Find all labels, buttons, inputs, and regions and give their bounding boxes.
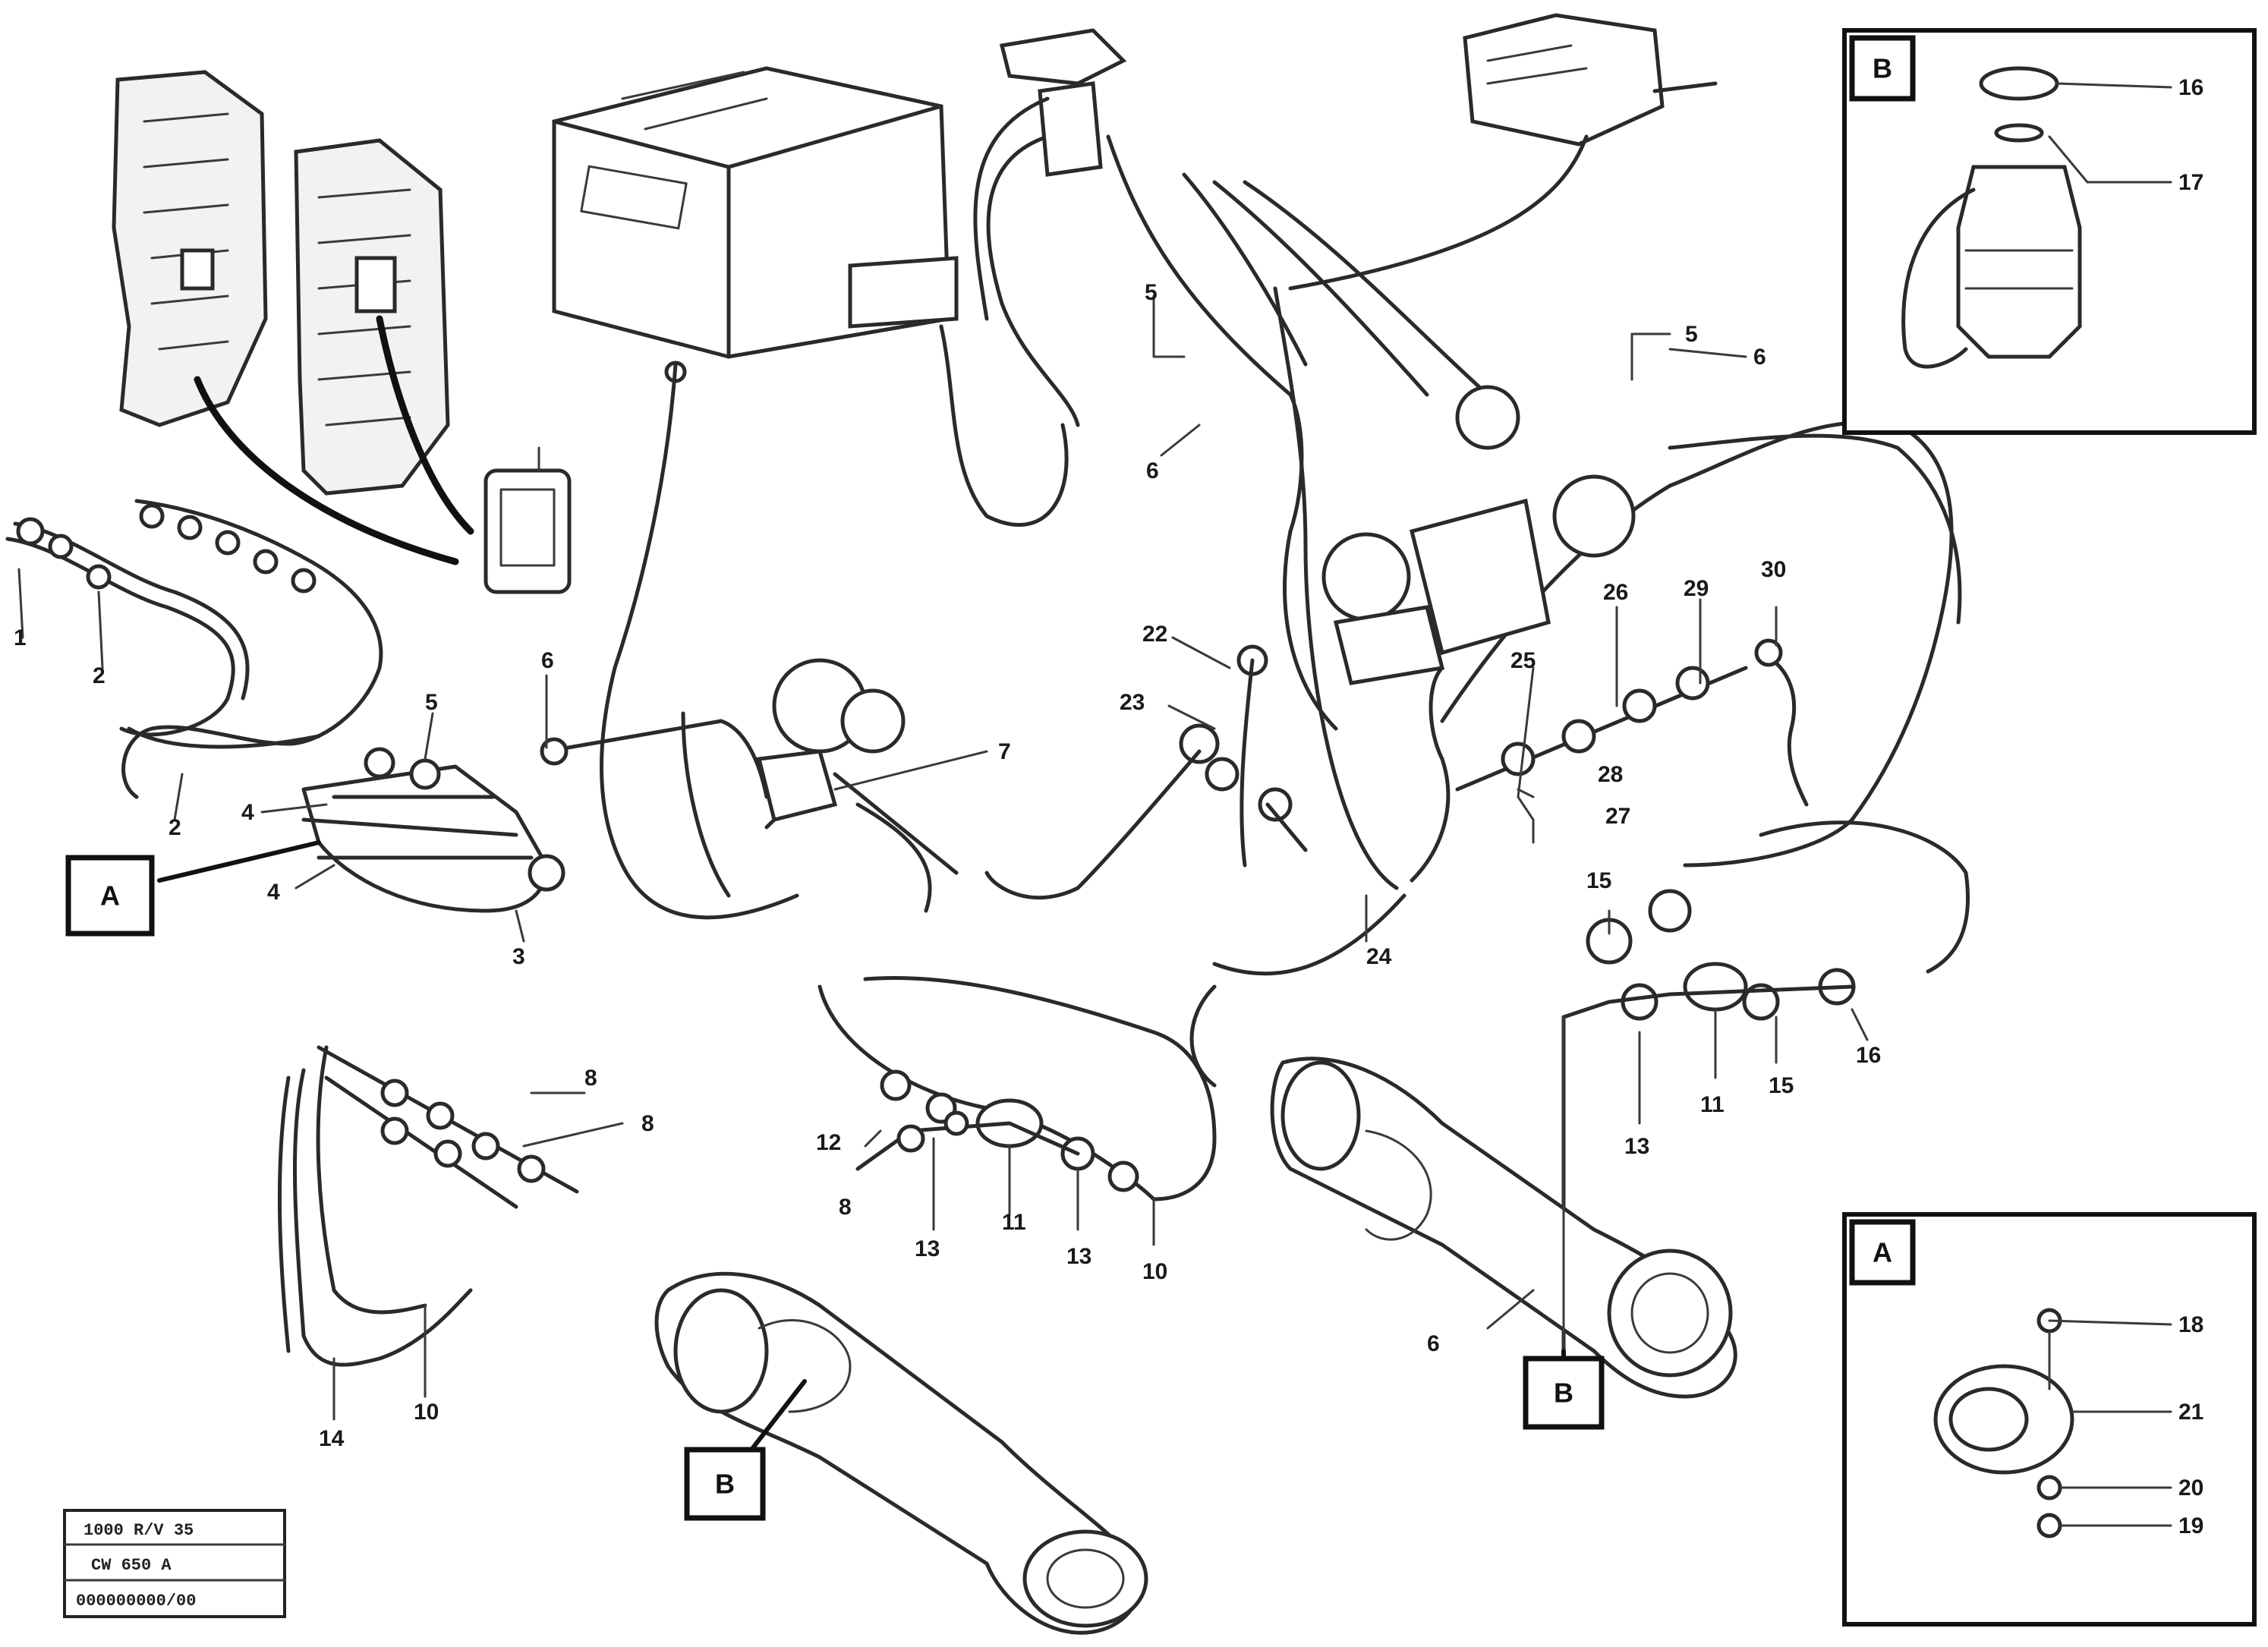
right-pipe-fittings — [1455, 638, 1809, 807]
svg-text:B: B — [715, 1469, 735, 1500]
brake-fluid-reservoir — [552, 66, 959, 383]
center-valve-cluster — [681, 658, 959, 913]
part-label: 6 — [1427, 1331, 1440, 1356]
part-label: 10 — [414, 1400, 439, 1425]
lower-right-fittings — [1561, 889, 1856, 1353]
part-label: 11 — [1700, 1092, 1725, 1117]
part-labels: 1 2 2 4 4 3 5 6 7 22 23 24 5 6 5 6 25 26… — [14, 75, 2203, 1538]
part-label: 2 — [93, 663, 106, 688]
part-label: 19 — [2178, 1513, 2203, 1538]
part-label: 24 — [1366, 944, 1392, 969]
svg-text:A: A — [1873, 1237, 1892, 1268]
part-label: 2 — [169, 815, 181, 840]
part-label: 15 — [1586, 868, 1611, 893]
left-brake-hoses — [5, 499, 383, 799]
part-label: 21 — [2178, 1400, 2203, 1425]
part-label: 25 — [1510, 648, 1536, 673]
part-label: 26 — [1603, 580, 1628, 605]
svg-text:000000000/00: 000000000/00 — [76, 1592, 196, 1611]
part-label: 16 — [1856, 1043, 1881, 1068]
lower-center-pipes — [817, 975, 1217, 1201]
part-label: 22 — [1142, 622, 1167, 647]
part-label: 12 — [816, 1130, 841, 1155]
part-label: 17 — [2178, 170, 2203, 195]
front-axle — [654, 1271, 1148, 1635]
part-label: 6 — [541, 648, 554, 673]
svg-text:B: B — [1554, 1378, 1573, 1409]
part-label: 5 — [425, 690, 438, 715]
part-label: 5 — [1145, 280, 1158, 305]
part-label: 13 — [1066, 1244, 1091, 1269]
part-label: 4 — [267, 880, 280, 905]
part-label: 18 — [2178, 1312, 2203, 1337]
parking-brake-valve — [1288, 13, 1718, 291]
rear-axle — [1270, 1057, 1737, 1399]
part-label: 1 — [14, 625, 27, 650]
leader-lines — [17, 294, 1869, 1452]
part-label: 6 — [1753, 345, 1766, 370]
brake-valve-assembly — [112, 70, 450, 496]
part-label: 28 — [1598, 762, 1623, 787]
part-label: 5 — [1685, 322, 1698, 347]
part-label: 16 — [2178, 75, 2203, 100]
part-label: 23 — [1120, 690, 1145, 715]
part-label: 29 — [1684, 576, 1709, 601]
part-label: 7 — [998, 739, 1011, 764]
part-label: 8 — [641, 1111, 654, 1136]
part-label: 8 — [584, 1066, 597, 1091]
part-label: 11 — [1002, 1210, 1026, 1235]
left-lower-pipes — [277, 1045, 579, 1367]
pressure-fittings — [973, 28, 1636, 685]
pressure-switch — [484, 468, 572, 594]
callout-box-b-inset: B — [1849, 35, 1916, 102]
svg-text:1000 R/V 35: 1000 R/V 35 — [83, 1521, 194, 1540]
drawing-reference-block: 1000 R/V 35 CW 650 A 000000000/00 — [63, 1509, 286, 1618]
part-label: 6 — [1146, 458, 1159, 483]
part-label: 14 — [319, 1426, 345, 1451]
brake-lines — [600, 134, 1970, 1088]
part-label: 3 — [512, 944, 525, 969]
part-label: 13 — [915, 1236, 940, 1261]
part-label: 13 — [1624, 1134, 1649, 1159]
distribution-block — [301, 719, 723, 913]
part-label: 10 — [1142, 1259, 1167, 1284]
callout-box-b-rear: B — [1523, 1356, 1605, 1430]
part-label: 20 — [2178, 1475, 2203, 1501]
part-label: 27 — [1605, 804, 1630, 829]
part-label: 4 — [241, 800, 254, 825]
svg-text:A: A — [100, 880, 120, 912]
electrical-wiring — [194, 315, 474, 565]
callout-box-a-inset: A — [1849, 1219, 1916, 1286]
middle-fittings — [984, 644, 1308, 900]
part-label: 8 — [839, 1195, 852, 1220]
svg-text:CW 650 A: CW 650 A — [91, 1556, 172, 1575]
part-label: 30 — [1761, 557, 1786, 582]
svg-text:B: B — [1873, 53, 1892, 84]
callout-box-a-main: A — [65, 855, 155, 937]
callout-box-b-front: B — [684, 1447, 766, 1521]
part-label: 15 — [1769, 1073, 1794, 1098]
